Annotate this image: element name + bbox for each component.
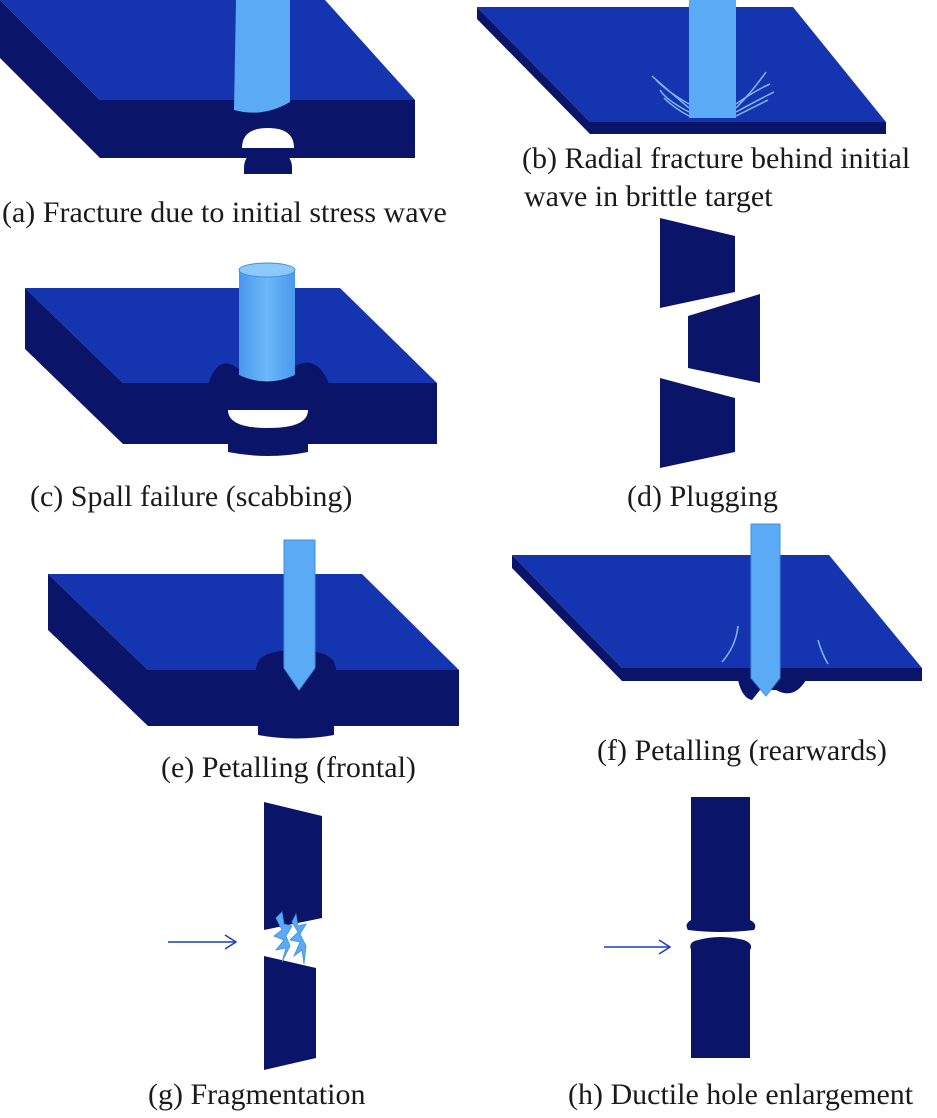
projectile-c bbox=[239, 270, 295, 382]
plate-c-left-side bbox=[25, 288, 123, 444]
impact-arrowhead-g bbox=[224, 934, 238, 950]
projectile-b bbox=[689, 0, 736, 118]
ductile-upper-block bbox=[686, 797, 756, 932]
plate-f-left-side bbox=[512, 555, 622, 681]
radial-cracks-b bbox=[651, 71, 775, 117]
caption-c: (c) Spall failure (scabbing) bbox=[30, 480, 352, 513]
caption-b-line1: (b) Radial fracture behind initial bbox=[522, 142, 910, 175]
panel-b-radial-fracture: (b) Radial fracture behind initial wave … bbox=[477, 0, 910, 213]
spall-fragment-a-lower bbox=[244, 150, 292, 174]
projectile-c-top-face bbox=[238, 262, 296, 278]
plate-e-front bbox=[148, 670, 459, 726]
petal-bulge-e bbox=[258, 722, 334, 739]
plug-middle-block bbox=[688, 294, 760, 383]
plate-b-top bbox=[477, 7, 886, 122]
ductile-lower-block bbox=[690, 937, 752, 1058]
plate-e-top bbox=[48, 574, 459, 670]
fragment-lower-block bbox=[264, 956, 316, 1070]
caption-g: (g) Fragmentation bbox=[148, 1078, 365, 1111]
fragments-g bbox=[273, 911, 307, 965]
plate-c-top bbox=[25, 288, 437, 383]
caption-f: (f) Petalling (rearwards) bbox=[597, 734, 887, 767]
projectile-e bbox=[283, 539, 316, 691]
panel-e-petalling-frontal: (e) Petalling (frontal) bbox=[48, 539, 459, 784]
plate-a-front bbox=[100, 100, 415, 158]
projectile-a bbox=[234, 0, 290, 113]
projectile-f bbox=[750, 523, 781, 697]
panel-h-ductile-hole-enlargement: (h) Ductile hole enlargement bbox=[568, 797, 914, 1111]
panel-a-fracture-initial-stress-wave: (a) Fracture due to initial stress wave bbox=[0, 0, 447, 229]
rear-petals-f bbox=[738, 680, 806, 700]
caption-a: (a) Fracture due to initial stress wave bbox=[2, 196, 447, 229]
spall-gap-c bbox=[228, 410, 308, 428]
scab-fragment-c bbox=[228, 430, 308, 456]
plate-b-left-side bbox=[477, 7, 590, 134]
caption-b-line2: wave in brittle target bbox=[524, 180, 773, 213]
plate-a-top bbox=[0, 0, 415, 100]
panel-f-petalling-rearwards: (f) Petalling (rearwards) bbox=[512, 523, 922, 767]
plate-b-front bbox=[590, 122, 886, 134]
caption-h: (h) Ductile hole enlargement bbox=[568, 1078, 914, 1111]
cracks-f bbox=[721, 625, 829, 665]
plug-upper-block bbox=[660, 218, 735, 308]
plate-f-top bbox=[512, 555, 922, 668]
plate-a-left-side bbox=[0, 0, 100, 158]
panel-c-spall-failure: (c) Spall failure (scabbing) bbox=[25, 262, 437, 513]
plug-lower-block bbox=[660, 378, 735, 468]
impact-arrowhead-h bbox=[658, 939, 672, 955]
spall-fragment-a-upper bbox=[242, 128, 294, 148]
plate-e-left-side bbox=[48, 574, 148, 726]
panel-g-fragmentation: (g) Fragmentation bbox=[148, 802, 365, 1111]
panel-d-plugging: (d) Plugging bbox=[627, 218, 778, 513]
fragment-upper-block bbox=[264, 802, 322, 930]
caption-e: (e) Petalling (frontal) bbox=[161, 751, 416, 784]
caption-d: (d) Plugging bbox=[627, 480, 778, 513]
